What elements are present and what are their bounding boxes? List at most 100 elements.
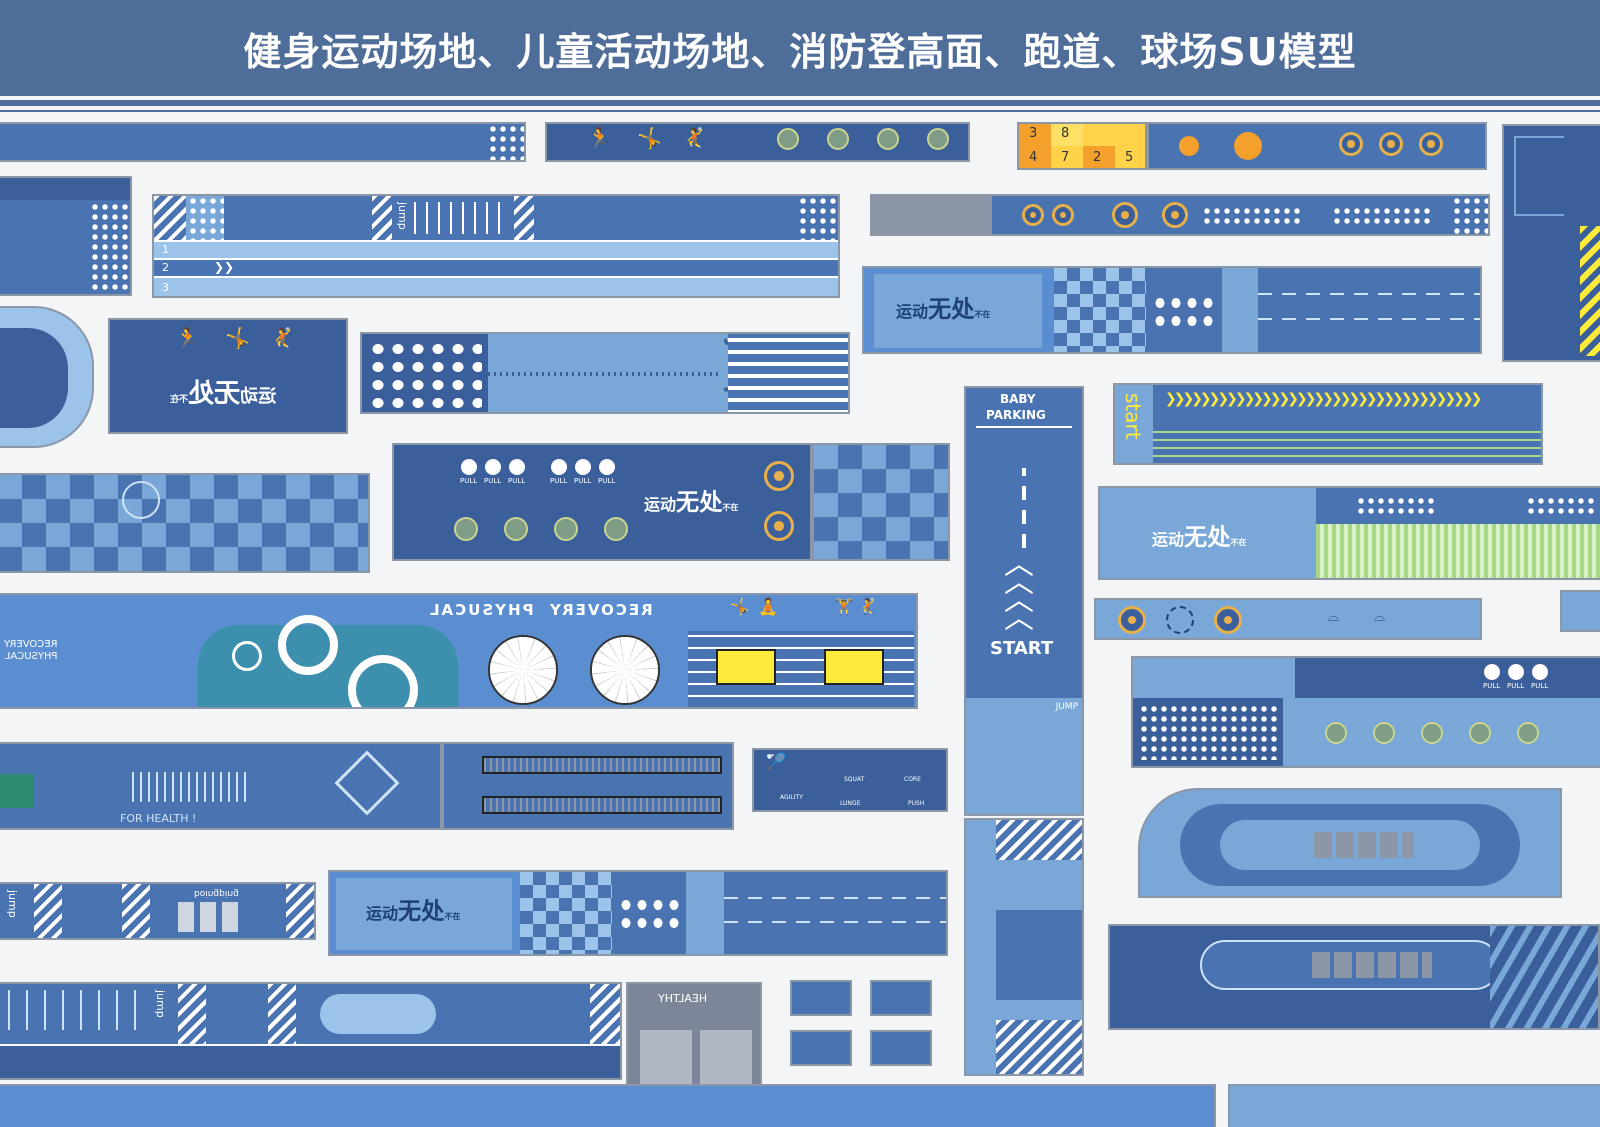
pull-header: PULL PULL PULL bbox=[1295, 658, 1600, 698]
stripe-block bbox=[122, 884, 150, 938]
hopscotch-squares bbox=[1312, 952, 1432, 978]
target-ring-icon bbox=[764, 461, 794, 491]
chevron-row-icon: ❯❯❯❯❯❯❯❯❯❯❯❯❯❯❯❯❯❯❯❯❯❯❯❯❯❯❯❯❯❯❯❯❯❯❯❯ bbox=[1165, 391, 1482, 407]
pull-icon: PULL bbox=[1531, 664, 1548, 690]
ladder-marks bbox=[414, 202, 504, 234]
pull-station-panel: PULL PULL PULL PULL PULL PULL 运动无处不在 bbox=[392, 443, 812, 561]
slogan-panel-checker: 运动无处不在 bbox=[328, 870, 948, 956]
bottom-strip-right bbox=[1228, 1084, 1600, 1127]
court-half bbox=[686, 872, 724, 954]
model-canvas: 🏃 🤸 🤾 3 8 4 7 2 5 jump bbox=[0, 118, 1600, 1127]
dot-pattern bbox=[1452, 196, 1488, 234]
dot-pattern bbox=[1139, 704, 1277, 760]
target-ring-icon bbox=[1214, 606, 1242, 634]
start-block: start bbox=[1115, 385, 1153, 463]
handle-icon: ⌓ bbox=[1374, 609, 1386, 625]
jump-label: JUMP bbox=[1055, 702, 1078, 712]
dot-grid-jump-panel: jump bbox=[360, 332, 850, 414]
stripe-block bbox=[514, 196, 534, 240]
target-ring-icon bbox=[1022, 204, 1044, 226]
target-ring-icon bbox=[1339, 132, 1363, 156]
stripe-block bbox=[268, 984, 296, 1044]
stripe-block bbox=[996, 820, 1082, 860]
fitness-dot-icon bbox=[1325, 722, 1347, 744]
dashed-lanes bbox=[724, 872, 946, 954]
slogan-text: 运动无处不在 bbox=[644, 489, 739, 516]
court-tile bbox=[870, 1030, 932, 1066]
stripe-block bbox=[34, 884, 62, 938]
green-stripe-band bbox=[1316, 524, 1600, 578]
start-arrows-strip: start ❯❯❯❯❯❯❯❯❯❯❯❯❯❯❯❯❯❯❯❯❯❯❯❯❯❯❯❯❯❯❯❯❯❯… bbox=[1113, 383, 1543, 465]
ladder-marks bbox=[8, 990, 138, 1030]
pull-icon: PULL bbox=[508, 459, 525, 485]
pad-grid bbox=[178, 902, 242, 932]
court-half bbox=[1222, 268, 1258, 352]
slogan-text: 运动无处不在 bbox=[896, 296, 991, 323]
stretch-figure-icon: 🏋 bbox=[834, 597, 854, 616]
jumper-icon: 🤸 bbox=[225, 326, 250, 350]
pull-icon: PULL bbox=[1507, 664, 1524, 690]
dot-pattern bbox=[1526, 496, 1596, 516]
fitness-dot-icon bbox=[1421, 722, 1443, 744]
grid-cell: 2 bbox=[1083, 146, 1115, 168]
pull-icon: PULL bbox=[550, 459, 567, 485]
lunge-label: LUNGE bbox=[840, 800, 861, 807]
start-label: start bbox=[1121, 393, 1145, 440]
target-ring-icon bbox=[764, 511, 794, 541]
striped-wave-panel bbox=[1108, 924, 1600, 1030]
rack-bar bbox=[482, 756, 722, 774]
header-band bbox=[0, 178, 130, 200]
yellow-hazard-stripe bbox=[1580, 226, 1600, 356]
checker-strip-left bbox=[0, 473, 370, 573]
ring-icon bbox=[348, 655, 418, 707]
hole-grid bbox=[612, 872, 686, 954]
slogan-panel-green: 运动无处不在 bbox=[1098, 486, 1600, 580]
target-ring-icon bbox=[1419, 132, 1443, 156]
stretch-figure-icon: 🤾 bbox=[858, 597, 878, 616]
dot-pattern bbox=[1332, 206, 1432, 224]
pull-icon: PULL bbox=[460, 459, 477, 485]
fitness-dot-icon bbox=[777, 128, 799, 150]
hopscotch-track-panel bbox=[1138, 788, 1562, 898]
dot-pattern bbox=[1202, 206, 1302, 224]
flower-icon bbox=[1166, 606, 1194, 634]
fitness-dot-icon bbox=[604, 517, 628, 541]
chevron-up-icon: ︿︿︿︿ bbox=[1004, 547, 1034, 636]
chevron-arrows-icon: ❯❯ bbox=[214, 260, 235, 274]
mini-track-oval bbox=[0, 306, 94, 448]
dot-pattern bbox=[618, 896, 680, 932]
dots-band bbox=[1316, 488, 1600, 524]
stripe-block bbox=[372, 196, 392, 240]
exercise-legend-panel: 🏸 AGILITY SQUAT CORE LUNGE PUSH bbox=[752, 748, 948, 812]
hole-grid bbox=[1146, 268, 1222, 352]
color-number-grid: 3 8 4 7 2 5 bbox=[1017, 122, 1147, 170]
stripe-block bbox=[996, 1020, 1082, 1074]
small-equipment-tile bbox=[1560, 590, 1600, 632]
slogan-panel-figures: 🏃 🤸 🤾 运动无处不在 bbox=[108, 318, 348, 434]
ring-icon bbox=[278, 615, 338, 675]
maze-icon bbox=[334, 750, 400, 816]
for-health-label: FOR HEALTH ! bbox=[120, 812, 197, 825]
side-maze-panel bbox=[1502, 124, 1600, 362]
fitness-dot-icon bbox=[504, 517, 528, 541]
diagonal-stripes bbox=[1490, 926, 1598, 1028]
fitness-dot-icon bbox=[454, 517, 478, 541]
boingping-label: boingping bbox=[194, 888, 239, 898]
pad-block bbox=[700, 1030, 752, 1086]
handle-icon: ⌓ bbox=[1328, 609, 1340, 625]
slogan-block: 运动无处不在 bbox=[336, 878, 512, 950]
push-label: PUSH bbox=[908, 800, 925, 807]
hopscotch-maze-panel: FOR HEALTH ! bbox=[0, 742, 442, 830]
checker-block bbox=[520, 872, 612, 954]
inner-track bbox=[1200, 940, 1500, 990]
target-ring-icon bbox=[1052, 204, 1074, 226]
lane-row: 1 bbox=[154, 240, 838, 258]
stretch-figure-icon: 🧘 bbox=[758, 597, 778, 616]
track-lanes-bottom bbox=[964, 818, 1084, 1076]
core-label: CORE bbox=[904, 776, 921, 783]
pull-icon: PULL bbox=[1483, 664, 1500, 690]
fitness-dot-icon bbox=[554, 517, 578, 541]
fitness-dot-icon bbox=[1469, 722, 1491, 744]
squat-label: SQUAT bbox=[844, 776, 865, 783]
